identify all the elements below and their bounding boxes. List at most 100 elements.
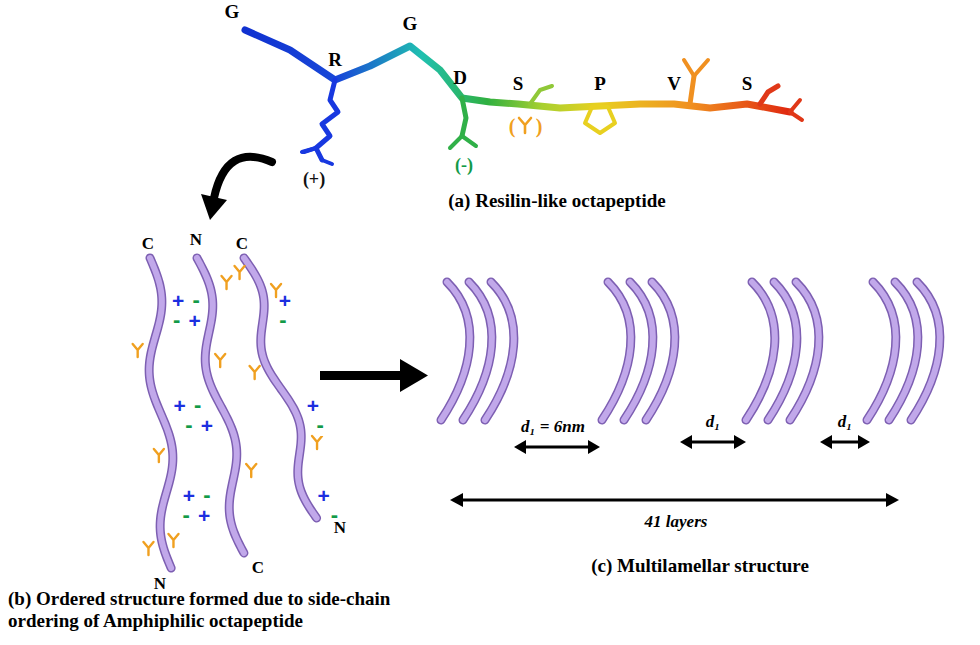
peptide-backbone <box>245 30 790 112</box>
process-arrow <box>320 371 402 380</box>
amphiphilic-symbol <box>133 344 143 357</box>
panel-caption: (c) Multilamellar structure <box>591 556 809 577</box>
lamella-strand <box>746 282 775 420</box>
residue-letter: R <box>328 50 342 71</box>
dimension-arrows <box>450 435 899 507</box>
terminus-label: C <box>236 235 248 254</box>
lamella-strand <box>646 282 675 420</box>
charge-sign: + <box>306 395 320 416</box>
peptide-strand-edge <box>244 258 317 518</box>
arginine-side-chain <box>316 80 338 160</box>
charge-sign: - <box>192 289 201 311</box>
carboxyl-branch <box>790 112 802 120</box>
lamella-strand-edge <box>867 282 896 420</box>
arrow-head <box>680 435 692 449</box>
lamella-strand-edge <box>624 282 653 420</box>
residue-letter: V <box>667 74 681 95</box>
lamella-strand-edge <box>790 282 819 420</box>
panel-caption: (b) Ordered structure formed due to side… <box>8 588 463 632</box>
residue-letter: G <box>225 2 240 23</box>
arginine-branch <box>302 148 316 152</box>
dimension-label: d₁ = 6nm <box>521 418 585 437</box>
charge-sign: + <box>182 485 196 506</box>
amphiphilic-symbol <box>235 266 245 279</box>
charge-sign: - <box>315 414 324 436</box>
arrow-head <box>734 435 746 449</box>
lamella-strand-edge <box>441 282 470 420</box>
lamella-strand-edge <box>911 282 940 420</box>
terminus-label: N <box>190 231 202 250</box>
panel-caption: (a) Resilin-like octapeptide <box>448 191 665 212</box>
aspartate-branch <box>450 136 462 148</box>
dimension-label: 41 layers <box>645 513 708 532</box>
terminus-label: C <box>142 235 154 254</box>
amphiphilic-symbol <box>222 276 232 289</box>
valine-side-chain <box>690 76 694 104</box>
lamella-strand <box>911 282 940 420</box>
charge-label: (+) <box>303 170 325 190</box>
valine-branch <box>684 60 694 76</box>
charge-sign: - <box>202 484 211 506</box>
arrow-head <box>820 435 832 449</box>
lamella-strand-edge <box>746 282 775 420</box>
proline-ring <box>585 107 615 133</box>
residue-letter: G <box>403 14 418 35</box>
amphiphilic-symbol <box>246 464 256 477</box>
lamella-strand <box>463 282 492 420</box>
lamella-strand-edge <box>768 282 797 420</box>
process-arrow-head <box>400 359 428 392</box>
symbol-group <box>133 266 322 555</box>
carboxyl-branch <box>790 100 800 112</box>
lamella-strand-edge <box>485 282 514 420</box>
amphiphilic-symbol <box>215 354 225 367</box>
charge-sign: - <box>193 394 202 416</box>
charge-sign: - <box>172 309 181 331</box>
terminus-label: N <box>334 519 346 538</box>
arrow-head <box>886 493 899 507</box>
lamella-strand <box>790 282 819 420</box>
dimension-label: d₁ <box>838 413 852 432</box>
dimension-line <box>460 499 889 502</box>
charge-sign: + <box>197 505 211 526</box>
arrow-head <box>514 440 526 454</box>
serine-side-chain <box>530 86 552 104</box>
peptide-strand <box>244 258 317 518</box>
lamella-group <box>441 282 940 420</box>
symbol-bracket: ) <box>536 115 543 137</box>
peptide-strand-edge <box>149 258 173 568</box>
charge-label: (-) <box>455 156 473 176</box>
valine-branch <box>694 60 708 76</box>
charge-sign: + <box>278 290 292 311</box>
arrow-head <box>588 440 600 454</box>
charge-sign: + <box>200 415 214 436</box>
amphiphilic-symbol <box>168 534 178 547</box>
residue-letter: P <box>594 74 606 95</box>
dimension-line <box>688 441 738 444</box>
peptide-strand <box>197 258 244 553</box>
charge-sign: + <box>171 290 185 311</box>
lamella-strand-edge <box>602 282 631 420</box>
charge-sign: + <box>187 310 201 331</box>
amphiphilic-symbol <box>312 436 322 449</box>
lamella-strand <box>441 282 470 420</box>
peptide-strand <box>149 258 173 568</box>
terminus-label: C <box>252 559 264 578</box>
lamella-strand <box>485 282 514 420</box>
strand-group <box>149 258 316 568</box>
charge-sign: + <box>316 485 330 506</box>
lamella-strand-edge <box>646 282 675 420</box>
charge-sign: + <box>173 395 187 416</box>
curved-arrow-head <box>201 194 227 220</box>
arginine-branch <box>322 160 332 164</box>
aspartate-branch <box>462 136 476 146</box>
lamella-strand <box>602 282 631 420</box>
amphiphilic-symbol <box>143 542 153 555</box>
amphiphilic-symbol <box>519 118 531 133</box>
lamella-strand <box>867 282 896 420</box>
serine-end <box>760 86 778 104</box>
residue-letter: D <box>453 68 467 89</box>
lamella-strand-edge <box>889 282 918 420</box>
symbol-bracket: ( <box>509 115 516 137</box>
